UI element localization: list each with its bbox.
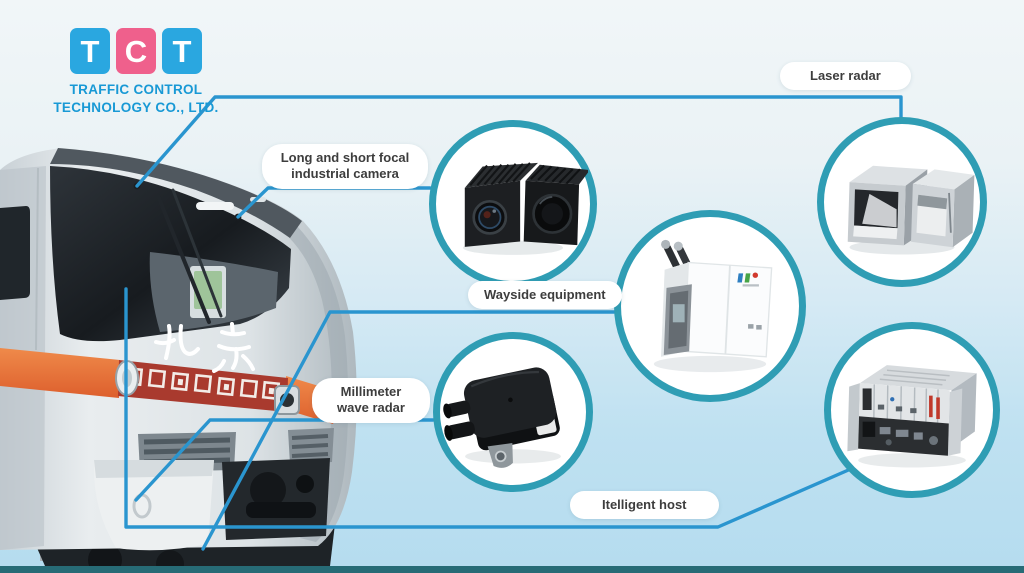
company-name-line2: TECHNOLOGY CO., LTD. [53,99,219,115]
train-wheel [88,543,122,573]
connector-intelligent-host [124,287,855,529]
camera-circle [429,120,597,288]
mmwave-mount-tab [487,442,513,468]
red-pattern-band [118,360,288,412]
bottom-bar [0,566,1024,573]
wipers [156,188,223,324]
mmwave-module [443,367,560,468]
cabinet-small-mark [748,324,762,330]
bumper-vent-right [288,428,334,464]
industrial-cameras-image [463,162,588,255]
label-industrial-camera: Long and short focal industrial camera [262,144,428,189]
destination-display [196,202,234,210]
side-window [0,206,30,300]
logo-tiles: T C T [46,28,226,74]
company-logo: T C T TRAFFIC CONTROL TECHNOLOGY CO., LT… [46,28,226,116]
wayside-equipment-image [653,239,773,373]
train-roof [50,148,302,238]
wayside-recess-panel [663,284,692,355]
logo-tile-t1: T [70,28,110,74]
company-name: TRAFFIC CONTROL TECHNOLOGY CO., LTD. [46,81,226,116]
train-illustration [0,148,357,573]
label-intelligent-host: Itelligent host [570,491,719,520]
logo-tile-c: C [116,28,156,74]
laser-radar-circle [817,117,987,287]
connector-millimeter-radar [134,418,435,502]
host-circle [824,322,1000,498]
label-wayside-equipment: Wayside equipment [468,281,622,310]
host-top-vents [879,369,950,386]
laser-radar-unit-right [911,169,975,248]
connector-industrial-camera [236,186,432,219]
mmwave-circle [433,332,593,492]
mmwave-connectors [443,400,476,441]
headsign-calligraphy [154,322,255,373]
host-flange-left [847,383,860,452]
host-upper-modules [859,383,950,424]
connector-laser-radar [135,95,903,188]
laser-radar-unit-left [847,165,928,246]
door-seam [35,167,39,351]
wayside-circle [614,210,806,402]
intelligent-host-image [847,365,977,468]
millimeter-radar-image [443,367,561,468]
camera-short-focal [464,162,538,247]
host-flange-right [947,388,963,456]
coupler-area [222,458,330,540]
host-lower-bay [858,416,949,456]
ai-logo [737,272,759,287]
label-millimeter-radar: Millimeter wave radar [312,378,430,423]
orange-stripe-left [0,348,120,398]
logo-tile-t2: T [162,28,202,74]
label-laser-radar: Laser radar [780,62,911,91]
laser-radar-image [847,165,975,255]
company-name-line1: TRAFFIC CONTROL [69,82,203,97]
body-right-shadow [283,226,349,542]
connector-wayside-equipment [201,310,616,551]
camera-long-focal [523,164,588,246]
